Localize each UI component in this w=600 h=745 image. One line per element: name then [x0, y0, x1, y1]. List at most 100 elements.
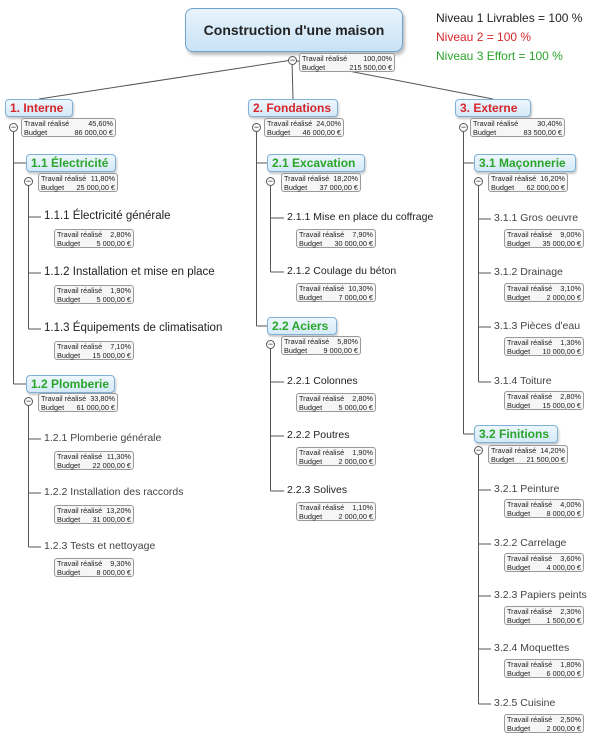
collapse-icon[interactable]: − [288, 55, 297, 65]
level1-topic[interactable]: 1. Interne [5, 99, 73, 117]
level3-task[interactable]: 3.1.3 Pièces d'eau [494, 320, 581, 332]
level3-task[interactable]: 2.2.2 Poutres [287, 429, 350, 441]
travail-value: 4,00% [560, 500, 581, 509]
level3-task[interactable]: 1.2.1 Plomberie générale [44, 432, 162, 444]
budget-value: 8 000,00 € [96, 568, 132, 577]
budget-value: 10 000,00 € [542, 347, 581, 356]
travail-value: 16,20% [540, 174, 565, 183]
collapse-icon[interactable]: − [9, 122, 18, 132]
budget-value: 35 000,00 € [542, 239, 581, 248]
level3-task[interactable]: 2.1.2 Coulage du béton [287, 265, 397, 277]
budget-label: Budget [284, 346, 308, 355]
collapse-icon[interactable]: − [474, 445, 483, 455]
level3-task[interactable]: 2.1.1 Mise en place du coffrage [287, 211, 434, 223]
level1-topic[interactable]: 2. Fondations [248, 99, 338, 117]
collapse-icon[interactable]: − [252, 122, 261, 132]
budget-label: Budget [41, 183, 65, 192]
travail-value: 11,30% [106, 452, 131, 461]
level3-task[interactable]: 3.1.2 Drainage [494, 266, 563, 278]
budget-value: 15 000,00 € [542, 401, 581, 410]
collapse-icon[interactable]: − [474, 176, 483, 186]
level2-label: 1.1 Électricité [31, 156, 109, 170]
collapse-icon[interactable]: − [266, 339, 275, 349]
travail-label: Travail réalisé [41, 394, 87, 403]
travail-value: 33,80% [90, 394, 115, 403]
budget-value: 5 000,00 € [338, 403, 374, 412]
budget-label: Budget [41, 403, 65, 412]
budget-value: 215 500,00 € [349, 63, 392, 72]
travail-value: 2,30% [560, 607, 581, 616]
travail-label: Travail réalisé [57, 452, 103, 461]
budget-label: Budget [24, 128, 48, 137]
collapse-icon[interactable]: − [24, 176, 33, 186]
level3-task[interactable]: 1.1.3 Équipements de climatisation [44, 322, 223, 334]
budget-value: 9 000,00 € [323, 346, 359, 355]
travail-value: 2,50% [560, 715, 581, 724]
budget-value: 2 000,00 € [546, 293, 582, 302]
level3-task[interactable]: 3.1.4 Toiture [494, 375, 552, 387]
level2-topic[interactable]: 2.2 Aciers [267, 317, 337, 335]
budget-label: Budget [491, 183, 515, 192]
level1-label: 3. Externe [460, 101, 518, 115]
level3-task[interactable]: 2.2.1 Colonnes [287, 375, 358, 387]
travail-label: Travail réalisé [507, 607, 553, 616]
root-title: Construction d'une maison [203, 22, 385, 38]
level1-topic[interactable]: 3. Externe [455, 99, 531, 117]
travail-value: 10,30% [348, 284, 373, 293]
level3-task[interactable]: 2.2.3 Solives [287, 484, 348, 496]
level2-topic[interactable]: 1.1 Électricité [26, 154, 116, 172]
level3-task[interactable]: 3.2.3 Papiers peints [494, 589, 587, 601]
budget-label: Budget [57, 515, 81, 524]
root-topic[interactable]: Construction d'une maison [185, 8, 403, 52]
level3-task[interactable]: 1.1.2 Installation et mise en place [44, 266, 215, 278]
level2-topic[interactable]: 2.1 Excavation [267, 154, 365, 172]
level3-task[interactable]: 3.1.1 Gros oeuvre [494, 212, 579, 224]
collapse-icon[interactable]: − [24, 396, 33, 406]
level3-task[interactable]: 3.2.4 Moquettes [494, 642, 570, 654]
travail-label: Travail réalisé [299, 503, 345, 512]
collapse-icon[interactable]: − [266, 176, 275, 186]
level2-topic[interactable]: 3.1 Maçonnerie [474, 154, 576, 172]
travail-value: 9,30% [110, 559, 131, 568]
level3-task[interactable]: 3.2.1 Peinture [494, 483, 560, 495]
collapse-icon[interactable]: − [459, 122, 468, 132]
budget-row: Budget 35 000,00 € [507, 239, 581, 248]
level3-task[interactable]: 1.1.1 Électricité générale [44, 210, 171, 222]
level3-task[interactable]: 1.2.2 Installation des raccords [44, 486, 184, 498]
travail-value: 2,80% [560, 392, 581, 401]
level2-label: 3.2 Finitions [479, 427, 550, 441]
budget-label: Budget [507, 293, 531, 302]
level2-topic[interactable]: 3.2 Finitions [474, 425, 558, 443]
level2-topic[interactable]: 1.2 Plomberie [26, 375, 115, 393]
travail-label: Travail réalisé [507, 554, 553, 563]
budget-value: 4 000,00 € [546, 563, 582, 572]
level3-task[interactable]: 3.2.5 Cuisine [494, 697, 556, 709]
level3-task[interactable]: 3.2.2 Carrelage [494, 537, 567, 549]
budget-label: Budget [507, 239, 531, 248]
level3-task[interactable]: 1.2.3 Tests et nettoyage [44, 540, 156, 552]
